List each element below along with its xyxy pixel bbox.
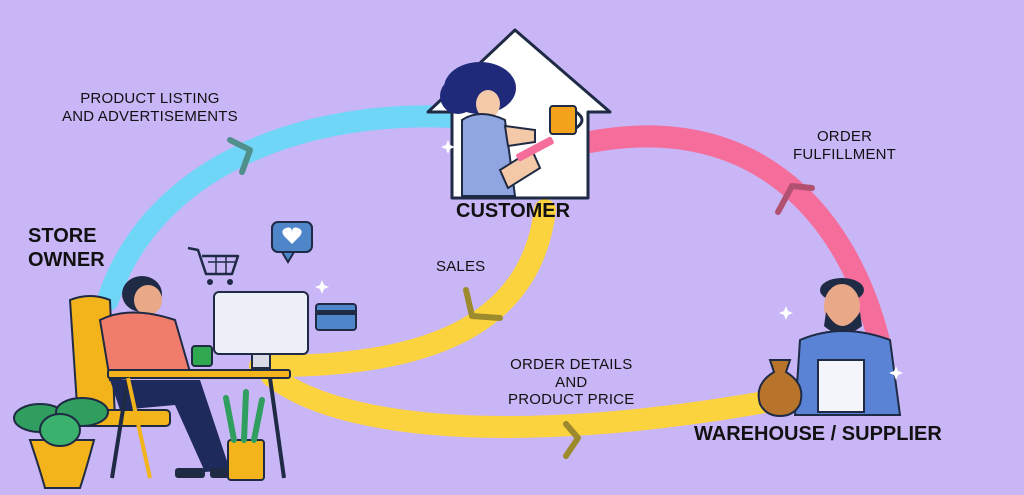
fulfillment-arrowhead (775, 183, 815, 215)
details-label-line2: AND (555, 373, 588, 391)
details-label-line1: ORDER DETAILS (510, 356, 633, 373)
customer-label: CUSTOMER (456, 200, 571, 222)
sparkle-icon (315, 60, 903, 380)
clay-vase-icon (757, 359, 803, 418)
computer-monitor (213, 291, 309, 369)
details-label-line3: PRODUCT PRICE (508, 391, 635, 409)
sales-label: SALES (436, 258, 486, 275)
potted-plant-right (223, 389, 265, 481)
fulfillment-label-line1: ORDER (816, 128, 873, 145)
store-owner-label: STORE OWNER (28, 225, 105, 272)
warehouse-label: WAREHOUSE / SUPPLIER (694, 423, 942, 445)
customer-figure (440, 62, 554, 197)
listing-label: PRODUCT LISTING AND ADVERTISEMENTS (62, 90, 238, 125)
listing-arrowhead (227, 137, 253, 175)
desk (107, 369, 291, 479)
sales-flow-arrow (249, 199, 556, 378)
details-label: ORDER DETAILS AND PRODUCT PRICE (508, 356, 635, 409)
credit-card-icon (315, 303, 357, 331)
listing-label-line1: PRODUCT LISTING (80, 90, 220, 107)
store-owner-figure (98, 276, 240, 478)
store-owner-label-line1: STORE (28, 225, 97, 247)
fulfillment-flow-arrow (579, 125, 891, 356)
fulfillment-label: ORDER FULFILLMENT (793, 128, 896, 163)
green-mug-icon (191, 345, 213, 367)
fulfillment-label-line2: FULFILLMENT (793, 145, 897, 163)
details-arrowhead (563, 421, 581, 459)
listing-label-line2: AND ADVERTISEMENTS (62, 107, 238, 125)
details-flow-arrow (261, 365, 776, 438)
shopping-cart-icon (187, 246, 240, 285)
listing-flow-arrow (97, 105, 481, 311)
heart-chat-icon (271, 221, 313, 264)
potted-plant-left (13, 397, 109, 489)
sales-arrowhead (463, 287, 503, 321)
warehouse-supplier-figure (793, 278, 902, 416)
store-owner-label-line2: OWNER (28, 248, 105, 271)
coffee-mug-icon (549, 105, 584, 135)
